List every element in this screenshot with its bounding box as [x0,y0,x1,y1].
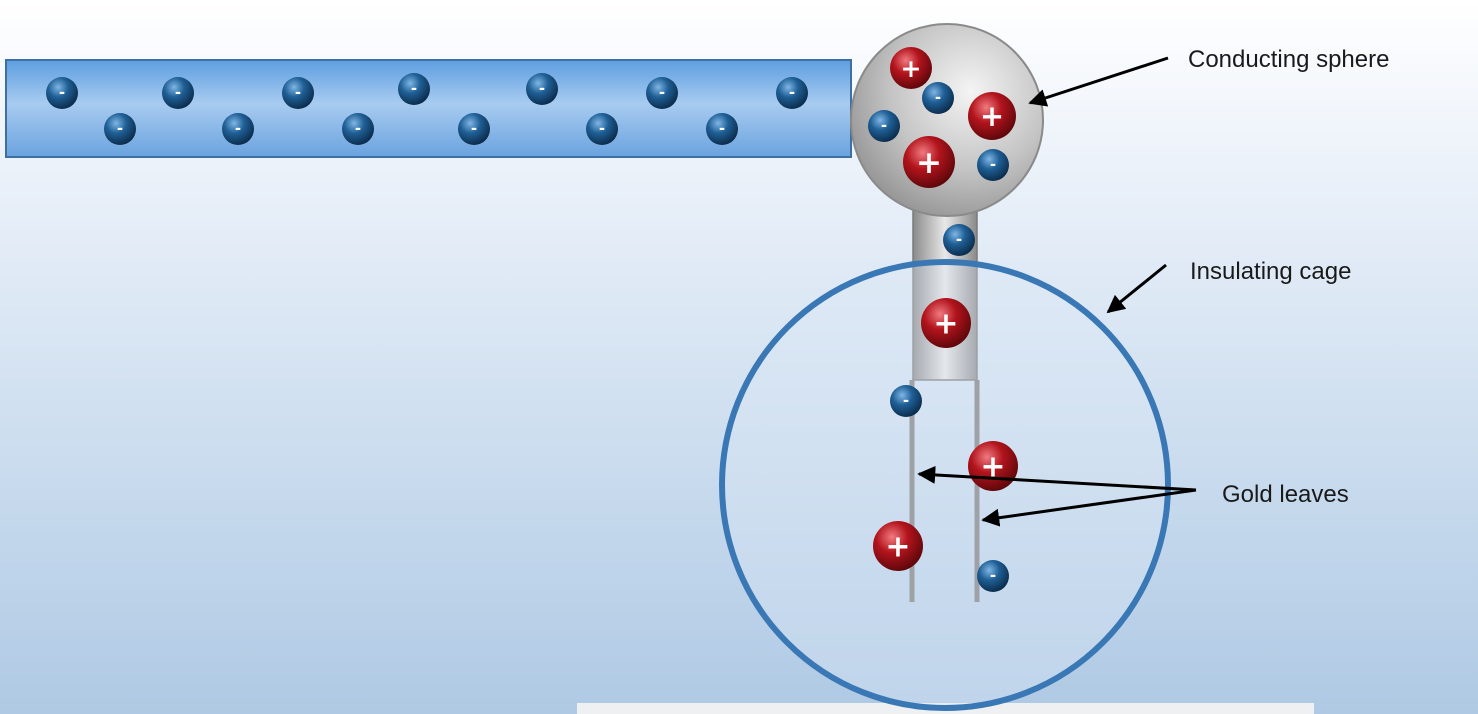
negative-charge: - [162,77,194,109]
negative-charge-ball [922,82,954,114]
negative-sign: - [903,391,909,409]
negative-charge: - [922,82,954,114]
positive-sign: + [980,99,1004,133]
positive-charge: + [890,47,932,89]
negative-charge: - [526,73,558,105]
negative-sign: - [990,566,996,584]
negative-sign: - [175,83,181,101]
positive-sign: + [885,530,910,565]
negative-sign: - [235,119,241,137]
positive-sign: + [933,307,958,342]
positive-charge-ball [921,298,971,348]
negative-charge: - [282,77,314,109]
negative-charge-ball [890,385,922,417]
positive-charge: + [873,521,923,571]
negative-charge: - [706,113,738,145]
metal-stem [912,189,978,381]
negative-charge-ball [868,110,900,142]
label-gold-leaves: Gold leaves [1222,481,1349,508]
negative-charge-ball [526,73,558,105]
positive-charge: + [968,92,1016,140]
negative-sign: - [956,230,962,248]
positive-sign: + [916,145,942,181]
negative-sign: - [355,119,361,137]
negative-charge-ball [458,113,490,145]
negative-charge-ball [586,113,618,145]
negative-charge-ball [282,77,314,109]
negative-charge-ball [342,113,374,145]
negative-charge: - [342,113,374,145]
negative-sign: - [599,119,605,137]
negative-sign: - [59,83,65,101]
charged-rod [5,59,852,158]
negative-charge-ball [222,113,254,145]
positive-charge-ball [968,92,1016,140]
negative-charge-ball [398,73,430,105]
negative-sign: - [719,119,725,137]
negative-charge: - [458,113,490,145]
leaves-arrow-left [917,465,1197,492]
negative-charge: - [977,560,1009,592]
negative-charge: - [46,77,78,109]
negative-sign: - [789,83,795,101]
positive-charge-ball [903,136,955,188]
negative-charge: - [586,113,618,145]
positive-charge-ball [890,47,932,89]
positive-charge: + [903,136,955,188]
label-insulating-cage: Insulating cage [1190,258,1351,285]
negative-charge-ball [646,77,678,109]
negative-sign: - [411,79,417,97]
negative-charge-ball [977,149,1009,181]
cage-arrow [1106,263,1167,314]
negative-charge: - [646,77,678,109]
negative-sign: - [471,119,477,137]
negative-charge: - [943,224,975,256]
negative-sign: - [117,119,123,137]
positive-charge: + [921,298,971,348]
negative-sign: - [659,83,665,101]
negative-charge-ball [977,560,1009,592]
positive-charge: + [968,441,1018,491]
negative-sign: - [295,83,301,101]
negative-charge: - [776,77,808,109]
negative-charge-ball [943,224,975,256]
positive-charge-ball [873,521,923,571]
insulating-cage [719,259,1171,711]
negative-charge: - [977,149,1009,181]
negative-sign: - [881,116,887,134]
sphere-arrow [1028,56,1169,107]
negative-charge-ball [706,113,738,145]
negative-sign: - [990,155,996,173]
negative-charge: - [398,73,430,105]
negative-charge: - [222,113,254,145]
label-conducting-sphere: Conducting sphere [1188,46,1389,73]
positive-sign: + [901,54,922,83]
charges-group: -------------+-+-+--+-++- [46,47,1018,592]
negative-charge: - [890,385,922,417]
negative-charge-ball [162,77,194,109]
negative-sign: - [935,88,941,106]
negative-charge: - [868,110,900,142]
negative-charge: - [104,113,136,145]
leaves-arrow-right [981,488,1197,527]
negative-charge-ball [104,113,136,145]
negative-sign: - [539,79,545,97]
negative-charge-ball [46,77,78,109]
negative-charge-ball [776,77,808,109]
